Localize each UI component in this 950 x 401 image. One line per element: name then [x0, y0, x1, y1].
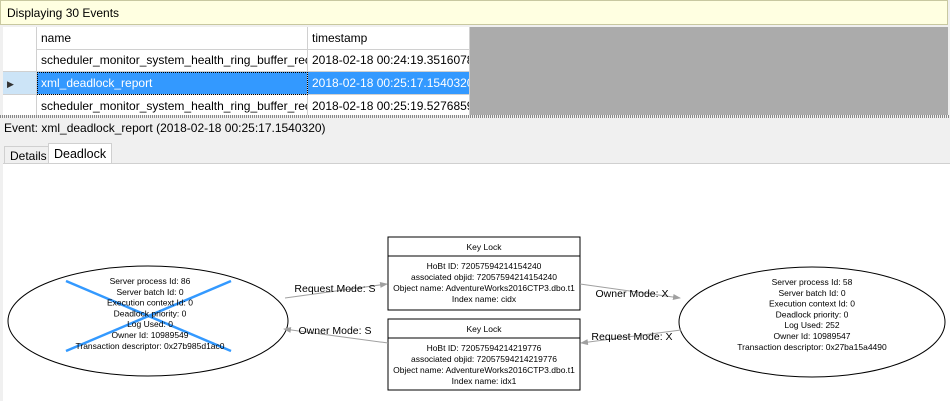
- edge-request-s: [284, 281, 388, 299]
- column-header-name[interactable]: name: [37, 27, 308, 50]
- edge-label: Request Mode: S: [294, 283, 375, 295]
- event-label: Event: xml_deadlock_report (2018-02-18 0…: [4, 121, 326, 135]
- node-text-line: Log Used: 0: [127, 319, 173, 329]
- table-row[interactable]: scheduler_monitor_system_health_ring_buf…: [3, 49, 470, 72]
- splitter[interactable]: [0, 115, 950, 118]
- node-text-line: Deadlock priority: 0: [776, 309, 849, 319]
- table-row[interactable]: scheduler_monitor_system_health_ring_buf…: [3, 95, 470, 115]
- table-row-selected[interactable]: ▶ xml_deadlock_report 2018-02-18 00:25:1…: [3, 72, 470, 95]
- node-text-line: Object name: AdventureWorks2016CTP3.dbo.…: [393, 365, 575, 375]
- node-text-line: Transaction descriptor: 0x27b985d1ac0: [76, 341, 225, 351]
- row-header[interactable]: [3, 49, 37, 72]
- node-text-line: Transaction descriptor: 0x27ba15a4490: [737, 342, 887, 352]
- node-text-line: Object name: AdventureWorks2016CTP3.dbo.…: [393, 283, 575, 293]
- grid-empty-area: [470, 27, 948, 115]
- node-text-line: Deadlock priority: 0: [114, 308, 187, 318]
- events-grid[interactable]: name timestamp scheduler_monitor_system_…: [3, 27, 470, 115]
- edge-owner-x: [579, 283, 681, 301]
- node-text-line: Server batch Id: 0: [778, 288, 845, 298]
- node-text-line: Server process Id: 58: [772, 277, 853, 287]
- node-text-line: Index name: idx1: [452, 376, 517, 386]
- node-text-line: Execution context Id: 0: [769, 299, 855, 309]
- edge-owner-s: [283, 326, 389, 344]
- node-text-line: Execution context Id: 0: [107, 298, 193, 308]
- key-lock-node[interactable]: [387, 236, 581, 311]
- edge-label: Owner Mode: S: [299, 325, 372, 337]
- row-header[interactable]: ▶: [3, 72, 37, 95]
- lock-title: Key Lock: [467, 242, 503, 252]
- node-text-line: associated objid: 72057594214154240: [411, 272, 557, 282]
- node-text-line: HoBt ID: 72057594214154240: [427, 261, 542, 271]
- node-text-line: Server batch Id: 0: [116, 287, 183, 297]
- node-text-line: associated objid: 72057594214219776: [411, 354, 557, 364]
- victim-cross-line: [65, 279, 232, 353]
- key-lock-node[interactable]: [387, 318, 581, 391]
- row-header[interactable]: [3, 95, 37, 115]
- edge-label: Owner Mode: X: [596, 288, 669, 300]
- node-text-line: Index name: cidx: [452, 294, 517, 304]
- node-text-line: Owner Id: 10989549: [111, 330, 188, 340]
- edge-request-x: [580, 329, 682, 346]
- tab-deadlock[interactable]: Deadlock: [48, 143, 113, 165]
- node-text-line: HoBt ID: 72057594214219776: [427, 343, 542, 353]
- current-row-arrow-icon: ▶: [7, 79, 14, 89]
- victim-process-node[interactable]: [7, 265, 289, 377]
- status-bar: Displaying 30 Events: [0, 0, 948, 25]
- process-node[interactable]: [678, 266, 946, 378]
- lock-title: Key Lock: [467, 324, 503, 334]
- column-header-timestamp[interactable]: timestamp: [308, 27, 470, 50]
- node-text-line: Owner Id: 10989547: [773, 331, 850, 341]
- edge-label: Request Mode: X: [591, 331, 672, 343]
- node-text-line: Log Used: 252: [784, 320, 840, 330]
- node-text-line: Server process Id: 86: [110, 276, 191, 286]
